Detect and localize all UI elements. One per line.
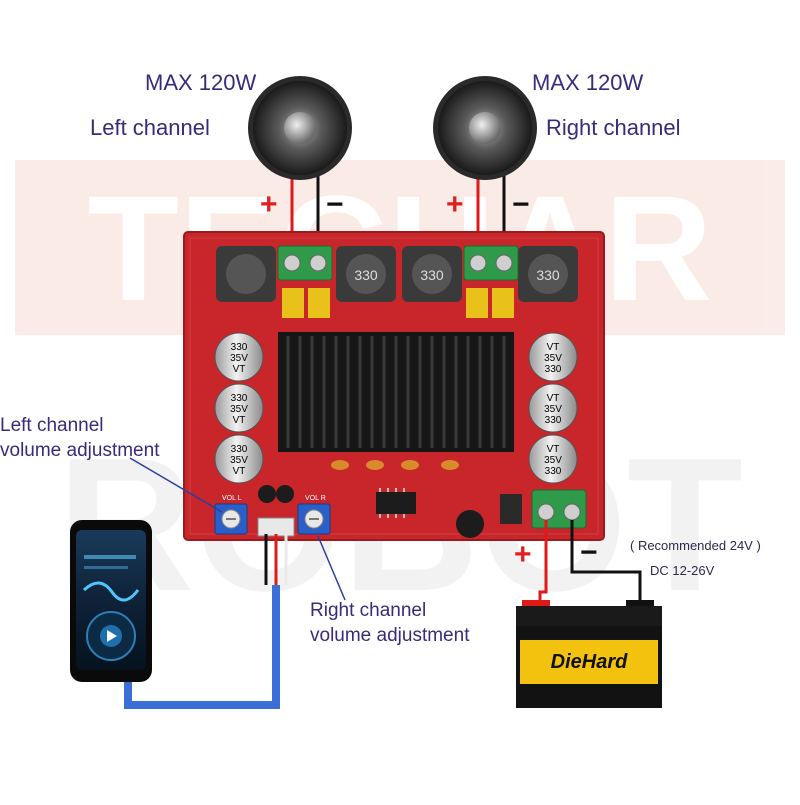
small-cap-2	[276, 485, 294, 503]
car-battery: DieHard	[516, 600, 662, 708]
capacitor-series-text: VT	[233, 364, 246, 375]
film-cap-4	[492, 288, 514, 318]
capacitor-value-text: 330	[545, 466, 562, 477]
mosfet	[500, 494, 522, 524]
capacitor-right-2: VT 35V 330	[528, 383, 578, 433]
phone	[70, 520, 152, 682]
audio-input-header	[257, 517, 295, 537]
waveform-graphic	[82, 581, 140, 602]
film-cap-1	[282, 288, 304, 318]
inductor-value-text: 330	[354, 267, 378, 283]
left-pot-silkscreen: VOL L	[222, 495, 242, 502]
right-speaker-label: Right channel	[546, 115, 681, 140]
voltage-range-label: DC 12-26V	[650, 563, 715, 578]
capacitor-value-text: 330	[231, 444, 248, 455]
inductors: 330 330 330	[216, 246, 578, 302]
capacitor-voltage-text: 35V	[230, 404, 248, 415]
amplifier-board: 330 330 330	[183, 231, 605, 541]
right-pot-silkscreen: VOL R	[305, 495, 326, 502]
right-speaker-dome	[469, 112, 501, 144]
op-amp-chip	[376, 488, 416, 518]
left-plus-symbol: +	[260, 188, 278, 221]
power-cap	[456, 510, 484, 538]
capacitor-voltage-text: 35V	[544, 404, 562, 415]
power-minus-symbol: −	[580, 536, 598, 569]
right-volume-label-line2: volume adjustment	[310, 625, 470, 646]
left-volume-pot: VOL L	[214, 495, 248, 535]
film-cap-2	[308, 288, 330, 318]
capacitor-series-text: VT	[547, 393, 560, 404]
left-speaker-power: MAX 120W	[145, 70, 257, 95]
capacitor-series-text: VT	[233, 466, 246, 477]
battery-negative-post	[626, 600, 654, 610]
capacitor-value-text: 330	[545, 415, 562, 426]
inductor-value-text: 330	[420, 267, 444, 283]
small-cap-1	[258, 485, 276, 503]
capacitor-series-text: VT	[233, 415, 246, 426]
left-volume-callout-line	[129, 457, 223, 513]
power-plus-symbol: +	[514, 538, 532, 571]
battery-label	[520, 640, 658, 684]
capacitor-series-text: VT	[547, 444, 560, 455]
capacitor-left-2: 330 35V VT	[214, 383, 264, 433]
audio-input-cable	[124, 534, 288, 709]
right-volume-callout-line	[317, 535, 346, 601]
left-minus-symbol: −	[326, 188, 344, 221]
left-speaker	[248, 76, 352, 180]
capacitor-left-3: 330 35V VT	[214, 434, 264, 484]
battery-brand-text: DieHard	[551, 651, 628, 673]
heatsink	[278, 332, 514, 452]
capacitor-left-1: 330 35V VT	[214, 332, 264, 382]
inductor-value-text: 330	[536, 267, 560, 283]
power-wires	[538, 520, 642, 602]
left-speaker-label: Left channel	[90, 115, 210, 140]
capacitor-series-text: VT	[547, 342, 560, 353]
capacitor-voltage-text: 35V	[544, 455, 562, 466]
capacitor-voltage-text: 35V	[230, 455, 248, 466]
left-speaker-dome	[284, 112, 316, 144]
capacitor-voltage-text: 35V	[230, 353, 248, 364]
right-speaker-terminal	[463, 245, 519, 281]
film-cap-3	[466, 288, 488, 318]
battery-positive-post	[522, 600, 550, 610]
blue-audio-cable	[124, 585, 280, 709]
capacitor-right-3: VT 35V 330	[528, 434, 578, 484]
smd-caps	[331, 460, 459, 470]
capacitor-value-text: 330	[231, 342, 248, 353]
right-speaker-power: MAX 120W	[532, 70, 644, 95]
capacitor-right-1: VT 35V 330	[528, 332, 578, 382]
capacitor-value-text: 330	[231, 393, 248, 404]
right-volume-pot: VOL R	[297, 495, 331, 535]
capacitor-voltage-text: 35V	[544, 353, 562, 364]
right-plus-symbol: +	[446, 188, 464, 221]
left-volume-label-line1: Left channel	[0, 415, 104, 436]
left-speaker-terminal	[277, 245, 333, 281]
right-volume-label-line1: Right channel	[310, 600, 427, 621]
right-speaker	[433, 76, 537, 180]
capacitor-value-text: 330	[545, 364, 562, 375]
power-terminal	[531, 489, 587, 529]
recommended-voltage-label: ( Recommended 24V )	[630, 538, 761, 553]
left-volume-label-line2: volume adjustment	[0, 440, 160, 461]
right-minus-symbol: −	[512, 188, 530, 221]
